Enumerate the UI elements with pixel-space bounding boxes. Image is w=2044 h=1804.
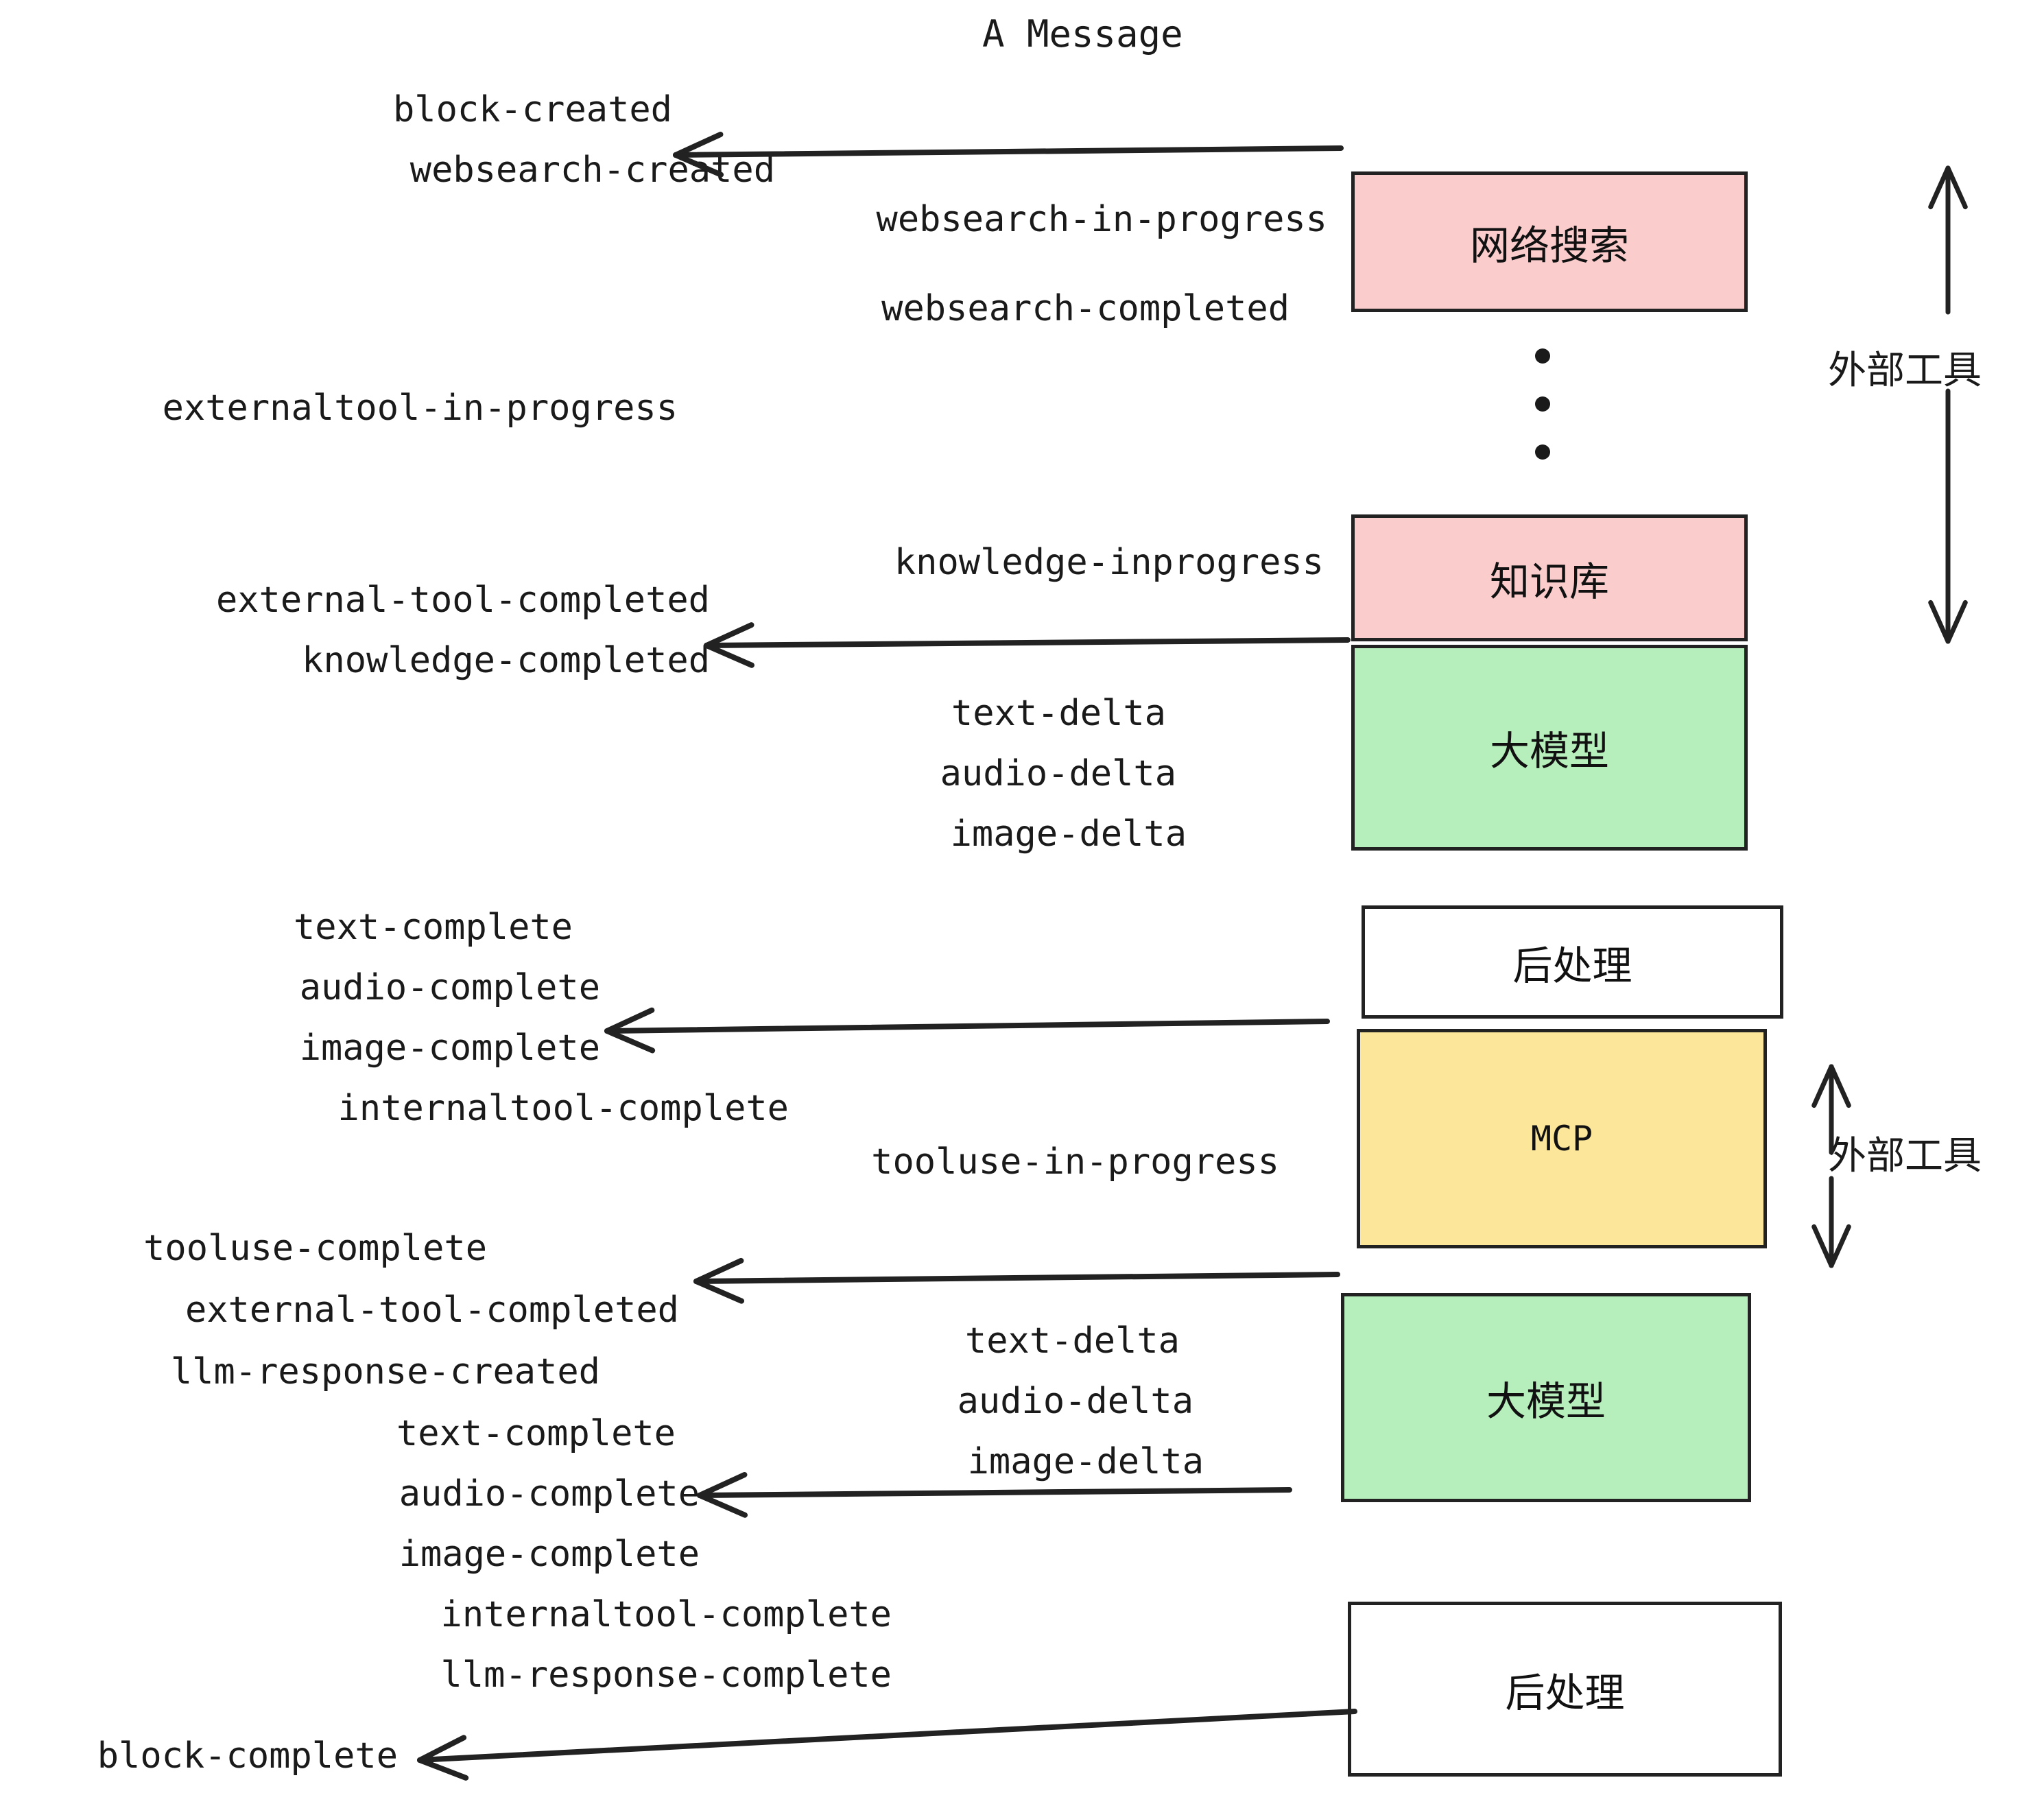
event-label-internaltool-complete-1: internaltool-complete: [337, 1088, 789, 1129]
event-label-block-created: block-created: [393, 89, 672, 130]
event-label-llm-response-complete: llm-response-complete: [440, 1654, 892, 1696]
event-label-external-tool-completed-1: external-tool-completed: [215, 580, 710, 621]
node-postproc-2: 后处理: [1348, 1602, 1782, 1777]
node-llm-1: 大模型: [1351, 645, 1748, 851]
side-label-external-tools-top: 外部工具: [1828, 348, 1982, 393]
ellipsis-dot-2: [1535, 396, 1550, 412]
event-label-text-complete-1: text-complete: [294, 907, 573, 948]
event-label-block-complete: block-complete: [97, 1735, 398, 1777]
event-label-websearch-created: websearch-created: [409, 150, 775, 191]
event-label-image-delta-1: image-delta: [950, 814, 1187, 855]
node-postproc-1: 后处理: [1362, 905, 1783, 1019]
node-websearch: 网络搜索: [1351, 171, 1748, 312]
image-complete-arrow: [604, 1007, 1330, 1054]
node-llm-2: 大模型: [1341, 1293, 1751, 1502]
event-label-text-complete-2: text-complete: [396, 1413, 676, 1454]
external-tools-top-up: [1928, 165, 1968, 315]
event-label-websearch-completed: websearch-completed: [881, 288, 1290, 329]
event-label-image-complete-2: image-complete: [399, 1534, 700, 1575]
knowledge-completed-arrow: [704, 622, 1351, 668]
event-label-external-tool-completed-2: external-tool-completed: [185, 1290, 679, 1331]
event-label-text-delta-1: text-delta: [951, 693, 1166, 734]
event-label-knowledge-inprogress: knowledge-inprogress: [894, 542, 1324, 583]
event-label-llm-response-created: llm-response-created: [170, 1351, 600, 1392]
event-label-text-delta-2: text-delta: [964, 1320, 1180, 1362]
side-label-external-tools-bottom: 外部工具: [1828, 1134, 1982, 1178]
block-created-arrow: [673, 131, 1344, 178]
event-label-audio-delta-1: audio-delta: [940, 753, 1176, 794]
node-mcp: MCP: [1357, 1029, 1767, 1248]
ellipsis-dot-3: [1535, 444, 1550, 460]
block-complete-arrow: [417, 1709, 1357, 1781]
event-label-internaltool-complete-2: internaltool-complete: [440, 1594, 892, 1635]
external-tools-top-down: [1928, 388, 1968, 644]
ellipsis-dot-1: [1535, 348, 1550, 364]
page-title: A Message: [982, 12, 1183, 56]
event-label-externaltool-in-progress: externaltool-in-progress: [162, 388, 678, 429]
event-label-image-complete-1: image-complete: [299, 1028, 600, 1069]
event-label-tooluse-complete: tooluse-complete: [143, 1228, 487, 1269]
event-label-audio-delta-2: audio-delta: [957, 1381, 1193, 1422]
external-tools-bottom-down: [1811, 1176, 1851, 1268]
tooluse-complete-arrow: [693, 1257, 1340, 1304]
event-label-audio-complete-2: audio-complete: [399, 1473, 700, 1515]
event-label-image-delta-2: image-delta: [967, 1441, 1204, 1482]
event-label-knowledge-completed: knowledge-completed: [302, 640, 710, 681]
event-label-audio-complete-1: audio-complete: [299, 967, 600, 1008]
node-knowledge: 知识库: [1351, 514, 1748, 641]
event-label-websearch-in-progress: websearch-in-progress: [876, 199, 1327, 240]
event-label-tooluse-in-progress: tooluse-in-progress: [871, 1141, 1279, 1183]
